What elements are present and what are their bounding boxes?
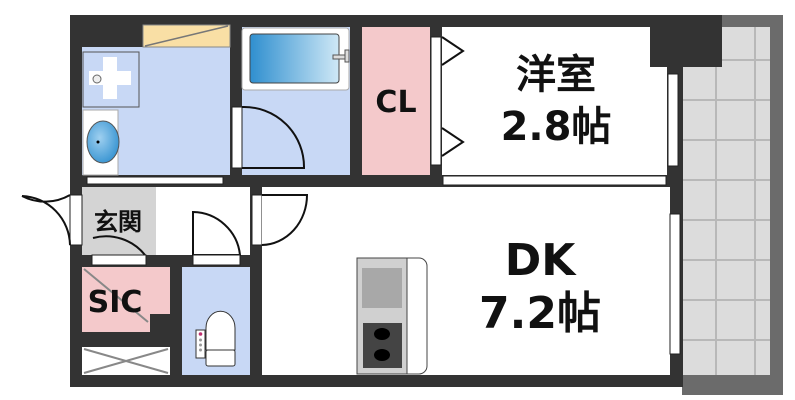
bathtub-icon bbox=[249, 33, 340, 84]
dining-kitchen: DK 7.2帖 bbox=[262, 187, 681, 375]
washroom-door bbox=[86, 176, 224, 185]
bath-door bbox=[231, 106, 243, 169]
entrance-label: 玄関 bbox=[94, 208, 142, 236]
washer-drain-icon bbox=[89, 57, 131, 99]
dk-room-name: DK bbox=[505, 235, 578, 286]
window bbox=[667, 73, 679, 167]
pipe-space bbox=[82, 347, 170, 375]
window bbox=[669, 213, 681, 355]
bathroom bbox=[231, 27, 350, 175]
kitchen-counter bbox=[356, 257, 428, 375]
toilet-icon bbox=[205, 310, 236, 351]
closet: CL bbox=[362, 27, 442, 175]
shoe-in-closet: SIC bbox=[82, 267, 170, 332]
closet-door bbox=[430, 36, 442, 166]
western-room: 洋室 2.8帖 bbox=[441, 27, 679, 186]
western-room-name: 洋室 bbox=[516, 52, 596, 98]
dk-door bbox=[251, 194, 263, 246]
wall-notch bbox=[650, 15, 722, 67]
sic-label: SIC bbox=[88, 285, 143, 320]
entrance: 玄関 bbox=[21, 187, 309, 266]
closet-label: CL bbox=[375, 85, 416, 120]
basin-icon bbox=[86, 120, 120, 164]
balcony bbox=[682, 15, 783, 395]
sink-icon bbox=[362, 268, 402, 308]
front-door bbox=[69, 194, 83, 246]
sliding-door bbox=[442, 175, 667, 186]
toilet-room bbox=[182, 267, 250, 375]
washroom bbox=[82, 24, 231, 176]
dk-room-size: 7.2帖 bbox=[479, 288, 601, 339]
western-room-size: 2.8帖 bbox=[501, 104, 612, 150]
